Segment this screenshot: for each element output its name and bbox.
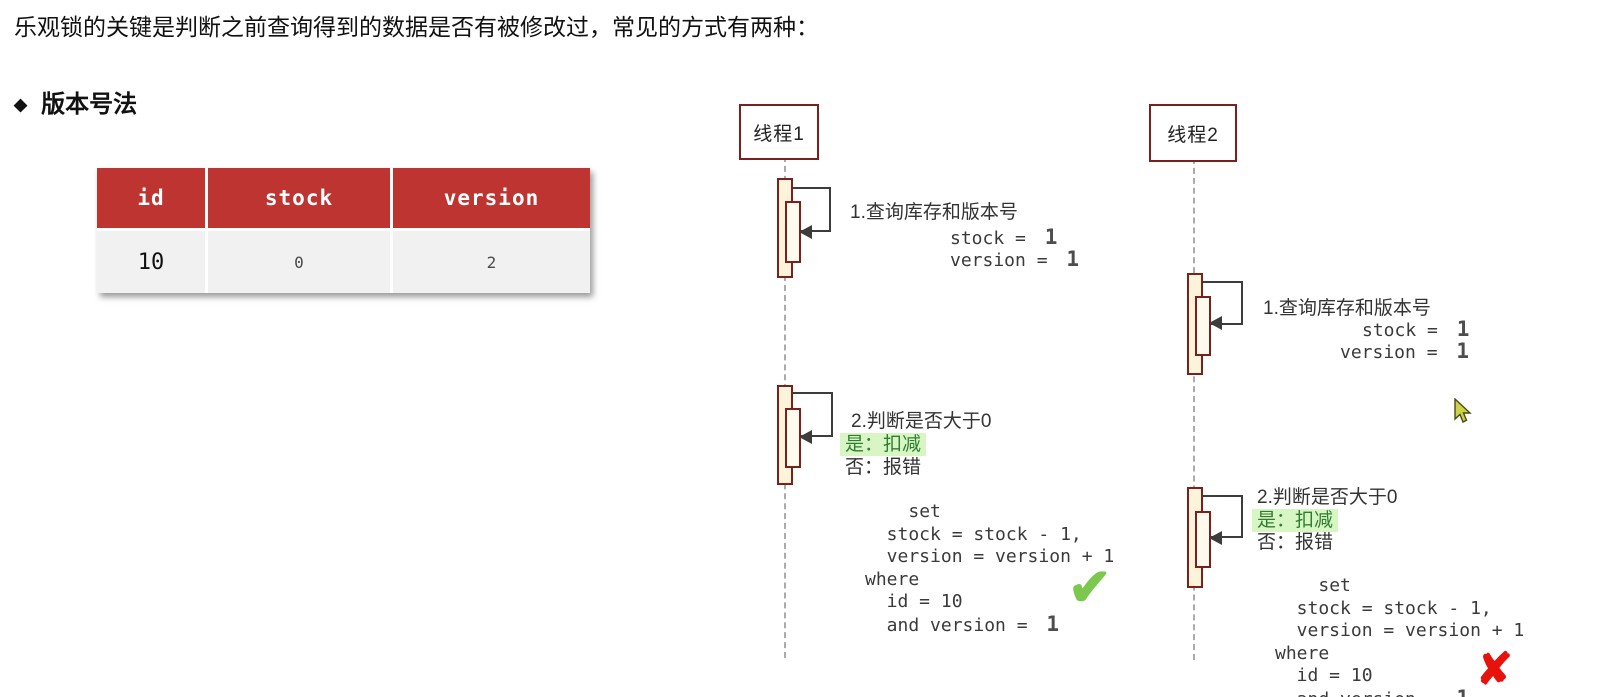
thread2-step1-version: version = 1: [1340, 339, 1469, 363]
sql-version-value: 1: [1456, 686, 1469, 697]
thread2-step1-title: 1.查询库存和版本号: [1263, 298, 1431, 319]
table-cell: 0: [205, 231, 390, 293]
thread2-update-sql: set stock = stock - 1, version = version…: [1275, 553, 1524, 697]
thread2-step2-yes: 是：扣减: [1252, 505, 1339, 532]
yes-highlight: 是：扣减: [840, 433, 927, 456]
arrowhead-icon: [1209, 531, 1222, 545]
stock-value: 1: [1456, 317, 1470, 341]
table-header-cell: version: [390, 168, 590, 228]
table-header-row: id stock version: [97, 168, 590, 228]
thread1-self-call-2: [793, 392, 833, 437]
thread1-update-sql: set stock = stock - 1, version = version…: [865, 479, 1114, 660]
table-cell: 10: [97, 231, 205, 293]
table-cell: 2: [390, 231, 590, 293]
cursor-icon: [1454, 398, 1472, 423]
yes-highlight: 是：扣减: [1252, 509, 1339, 532]
thread1-self-call-1: [793, 187, 831, 232]
page-title: 乐观锁的关键是判断之前查询得到的数据是否有被修改过，常见的方式有两种：: [14, 14, 819, 40]
thread2-lifeline: [1193, 158, 1195, 660]
sql-version-value: 1: [1046, 612, 1060, 637]
thread2-self-call-1: [1203, 281, 1243, 325]
section-title: 版本号法: [41, 91, 138, 118]
thread2-step2-no: 否：报错: [1257, 532, 1334, 553]
table-header-cell: stock: [205, 168, 390, 228]
thread2-step2-title: 2.判断是否大于0: [1257, 487, 1398, 508]
section-heading: ◆ 版本号法: [14, 84, 137, 119]
thread2-actor-box: 线程2: [1149, 104, 1237, 162]
thread1-step1-version: version = 1: [950, 247, 1079, 271]
stock-value: 1: [1044, 225, 1058, 249]
thread1-step2-no: 否：报错: [845, 457, 922, 478]
diamond-bullet-icon: ◆: [14, 95, 28, 114]
arrowhead-icon: [1209, 316, 1222, 330]
thread1-step1-title: 1.查询库存和版本号: [850, 202, 1018, 223]
check-icon: ✔: [1068, 559, 1112, 617]
thread1-step2-title: 2.判断是否大于0: [851, 411, 992, 432]
arrowhead-icon: [799, 225, 812, 239]
sql-text: set stock = stock - 1, version = version…: [865, 501, 1115, 637]
thread2-self-call-2: [1203, 495, 1243, 538]
stock-label: stock =: [1362, 320, 1449, 341]
table-row: 10 0 2: [97, 228, 590, 293]
arrowhead-icon: [799, 430, 812, 444]
version-label: version =: [1340, 342, 1449, 363]
table-header-cell: id: [97, 168, 205, 228]
stock-label: stock =: [950, 228, 1037, 249]
version-value: 1: [1456, 339, 1470, 363]
thread2-step1-stock: stock = 1: [1362, 317, 1469, 341]
thread1-actor-box: 线程1: [739, 104, 819, 160]
sql-text: set stock = stock - 1, version = version…: [1275, 575, 1525, 697]
cross-icon: ✘: [1476, 645, 1513, 694]
thread1-step1-stock: stock = 1: [950, 225, 1057, 249]
stock-table: id stock version 10 0 2: [97, 168, 590, 293]
thread1-label: 线程1: [753, 123, 805, 145]
version-value: 1: [1066, 247, 1080, 271]
thread1-step2-yes: 是：扣减: [840, 429, 927, 456]
version-label: version =: [950, 250, 1059, 271]
thread2-label: 线程2: [1167, 124, 1219, 146]
